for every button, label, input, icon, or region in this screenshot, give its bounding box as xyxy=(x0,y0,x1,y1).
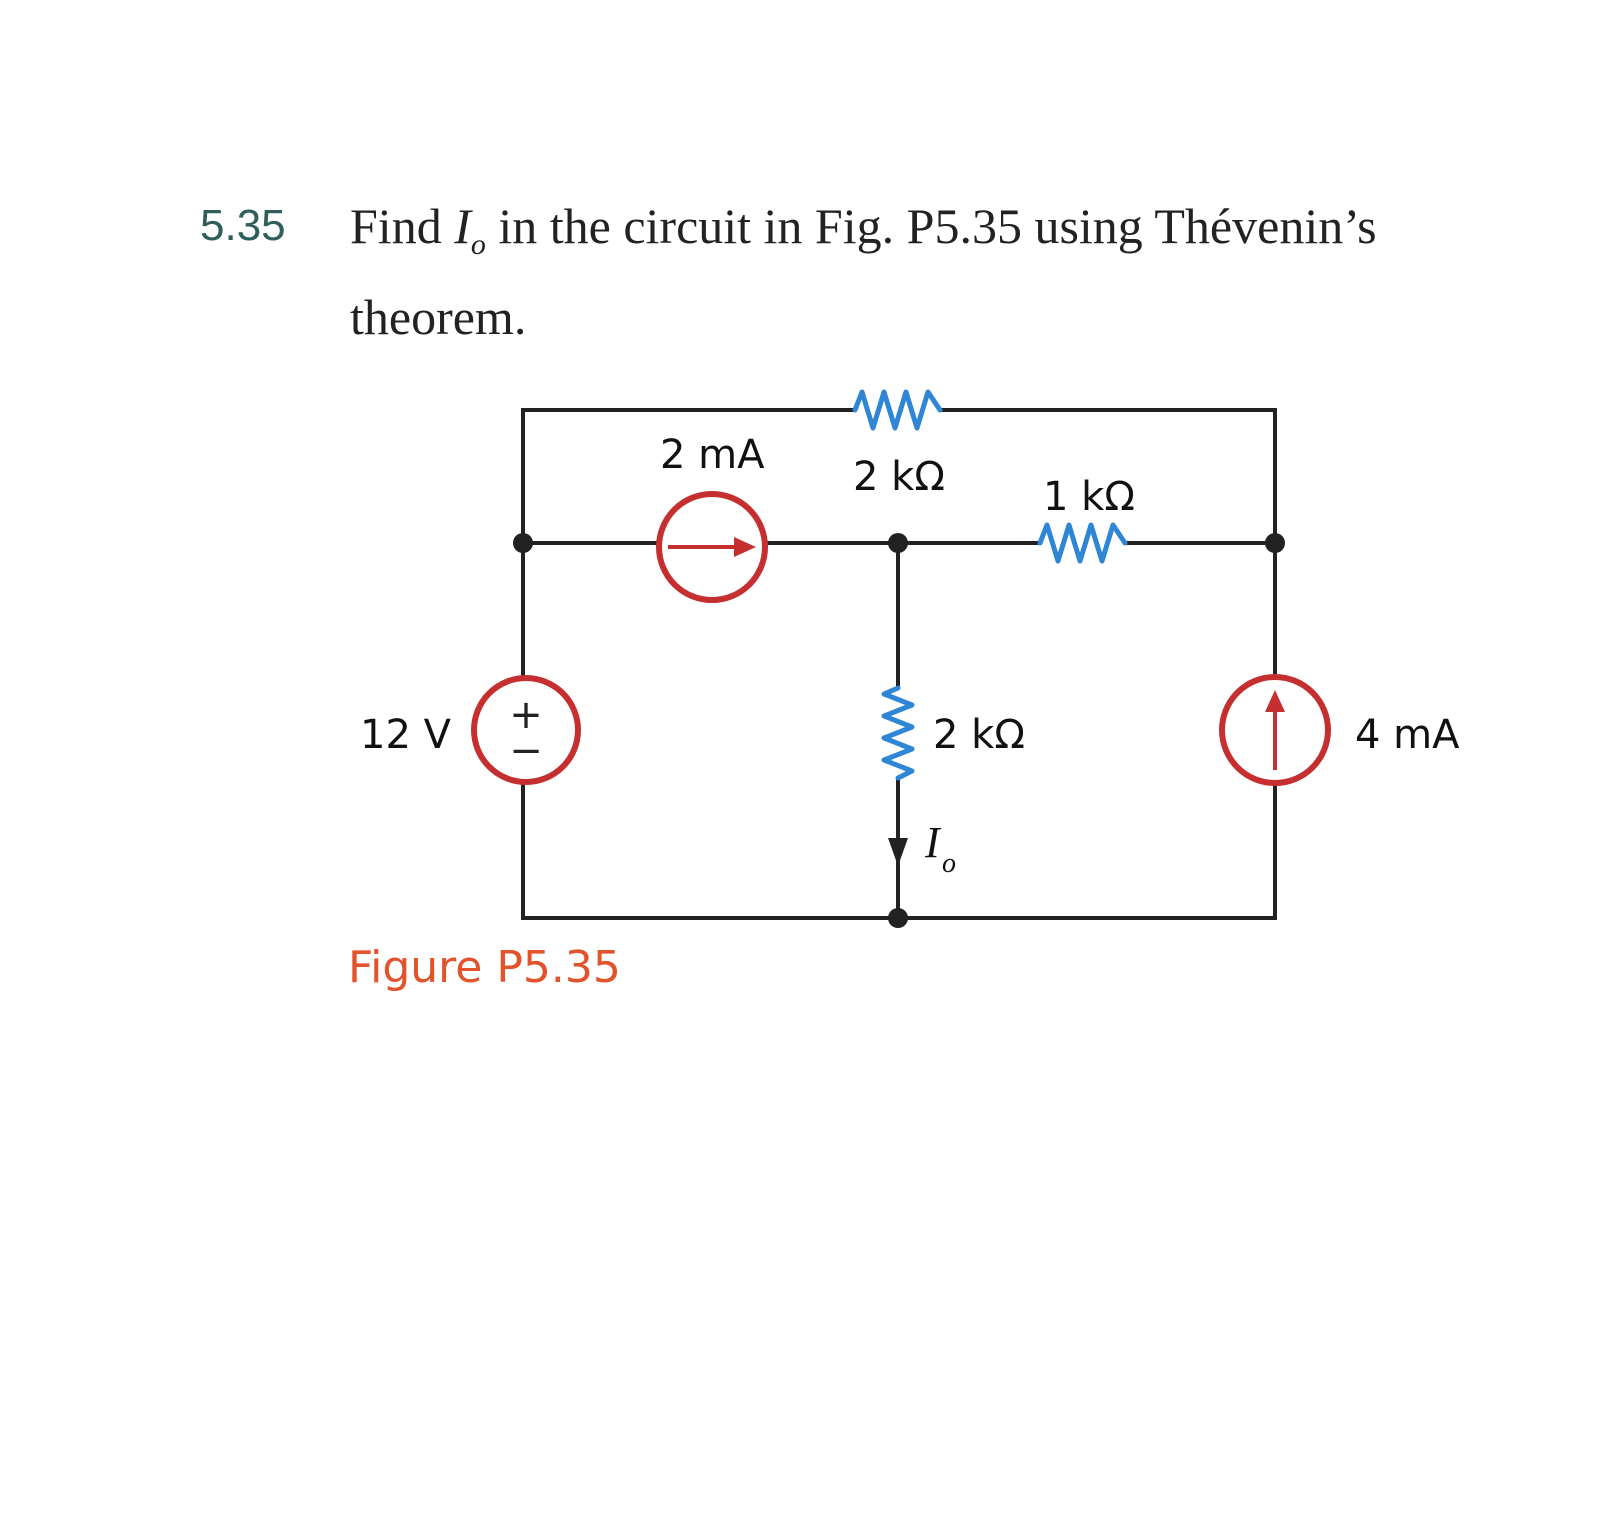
resistor-mid-right-symbol xyxy=(1037,522,1128,564)
arrow-down-icon xyxy=(888,838,908,866)
label-2ma: 2 mA xyxy=(660,432,765,478)
voltage-source: + − xyxy=(471,675,581,785)
problem-statement: 5.35 Find Io in the circuit in Fig. P5.3… xyxy=(200,190,1540,353)
resistor-vertical-symbol xyxy=(881,685,915,781)
wire-top-left xyxy=(521,408,857,545)
arrow-up-icon xyxy=(1265,690,1285,712)
resistor-top-symbol xyxy=(852,389,943,431)
current-source-right xyxy=(1219,674,1331,786)
label-2kohm-vertical: 2 kΩ xyxy=(933,712,1025,758)
wire-right-lower xyxy=(896,783,1277,920)
circuit-nodes xyxy=(513,533,1285,928)
problem-number: 5.35 xyxy=(200,201,286,250)
problem-text-end: in the circuit in Fig. P5.35 using Théve… xyxy=(350,198,1377,345)
resistors xyxy=(852,389,1128,781)
label-io-subscript: o xyxy=(942,848,956,879)
node-left xyxy=(513,533,533,553)
figure-caption: Figure P5.35 xyxy=(348,942,621,993)
label-io: I xyxy=(924,818,942,867)
problem-variable-subscript: o xyxy=(470,228,486,261)
label-4ma: 4 mA xyxy=(1355,712,1460,758)
plus-sign: + xyxy=(509,692,543,738)
label-1kohm: 1 kΩ xyxy=(1043,474,1135,520)
node-center xyxy=(888,533,908,553)
minus-sign: − xyxy=(509,728,543,774)
problem-text: Find Io in the circuit in Fig. P5.35 usi… xyxy=(350,190,1540,353)
arrow-right-icon xyxy=(734,537,756,557)
label-12v: 12 V xyxy=(360,712,452,758)
node-right xyxy=(1265,533,1285,553)
voltage-source-circle xyxy=(471,675,581,785)
label-2kohm-top: 2 kΩ xyxy=(853,454,945,500)
current-source-left xyxy=(656,491,768,603)
circuit-wires xyxy=(521,408,1277,920)
problem-variable: I xyxy=(454,198,471,254)
node-bottom xyxy=(888,908,908,928)
wire-left-lower xyxy=(521,783,900,920)
problem-text-start: Find xyxy=(350,198,455,254)
wire-top-right xyxy=(938,408,1277,545)
